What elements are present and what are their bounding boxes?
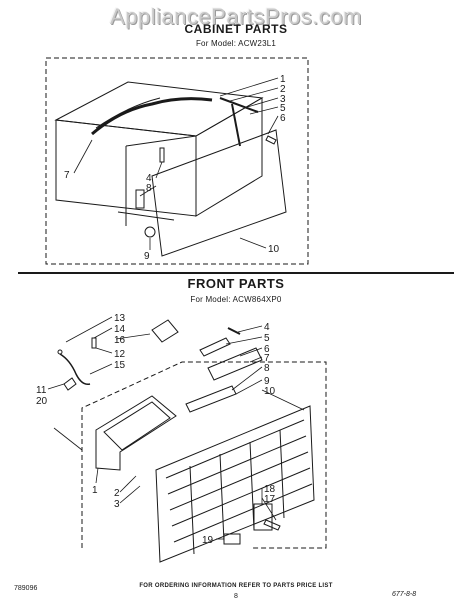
front-callout: 18: [264, 484, 276, 495]
front-clip-part: [227, 327, 241, 335]
front-callout: 8: [264, 363, 270, 374]
front-callout: 6: [264, 344, 270, 355]
front-parts-title: FRONT PARTS: [187, 276, 285, 291]
ordering-note: FOR ORDERING INFORMATION REFER TO PARTS …: [139, 583, 333, 589]
cabinet-callout: 4: [146, 173, 152, 184]
front-trim-strip: [185, 385, 237, 413]
front-grille: [155, 405, 315, 563]
front-callout: 16: [114, 335, 126, 346]
cabinet-callout: 3: [280, 94, 286, 105]
cabinet-callout: 9: [144, 251, 150, 262]
front-callout: 2: [114, 488, 120, 499]
front-bottom-screw: [263, 519, 281, 531]
front-cord-plug: [57, 349, 63, 355]
front-louver-part: [199, 337, 231, 357]
front-cord-part: [59, 353, 91, 386]
front-callout: 19: [202, 535, 214, 546]
front-switch-part: [63, 377, 77, 391]
cabinet-parts-title: CABINET PARTS: [184, 22, 288, 36]
front-callout: 3: [114, 499, 120, 510]
front-screw-part: [91, 337, 97, 349]
front-frame: [81, 361, 327, 549]
handwritten-note: 677-8-8: [392, 591, 417, 598]
cabinet-model-line: For Model: ACW23L1: [195, 39, 277, 48]
front-control-panel: [207, 347, 263, 381]
page-number: 8: [234, 593, 238, 600]
front-callout: 5: [264, 333, 270, 344]
cabinet-callouts: 1 2 3 5 6 7 4 8 9 10: [64, 74, 286, 262]
cabinet-frame: [45, 57, 309, 265]
front-callout: 4: [264, 322, 270, 333]
cabinet-screw-part: [265, 135, 277, 145]
front-bracket-part: [151, 319, 179, 343]
cabinet-leader-lines: [73, 77, 279, 250]
front-callout: 9: [264, 376, 270, 387]
front-filter: [95, 395, 177, 471]
cabinet-callout: 7: [64, 170, 70, 181]
front-callout: 15: [114, 360, 126, 371]
cabinet-body: [54, 81, 264, 226]
front-callout: 1: [92, 485, 98, 496]
front-callout: 20: [36, 396, 48, 407]
front-bottom-bracket: [253, 503, 273, 531]
front-callouts: 13 14 16 12 15 11 20 1 2 3 19 4 5 6 7 8 …: [36, 313, 276, 546]
front-model-line: For Model: ACW864XP0: [190, 295, 282, 304]
watermark-text: AppliancePartsPros.com: [110, 4, 362, 29]
front-callout: 10: [264, 386, 276, 397]
cabinet-callout: 5: [280, 103, 286, 114]
cabinet-callout: 6: [280, 113, 286, 124]
front-callout: 7: [264, 353, 270, 364]
cabinet-callout: 10: [268, 244, 280, 255]
cabinet-callout: 8: [146, 183, 152, 194]
front-callout: 17: [264, 494, 276, 505]
cabinet-callout: 2: [280, 84, 286, 95]
document-number: 789096: [14, 585, 38, 592]
front-callout: 12: [114, 349, 126, 360]
front-callout: 11: [36, 385, 47, 396]
cabinet-front-panel: [151, 129, 287, 257]
cabinet-knob-part: [144, 226, 156, 238]
front-callout: 13: [114, 313, 126, 324]
cabinet-callout: 1: [280, 74, 286, 85]
front-callout: 14: [114, 324, 126, 335]
front-leader-lines: [47, 316, 305, 540]
